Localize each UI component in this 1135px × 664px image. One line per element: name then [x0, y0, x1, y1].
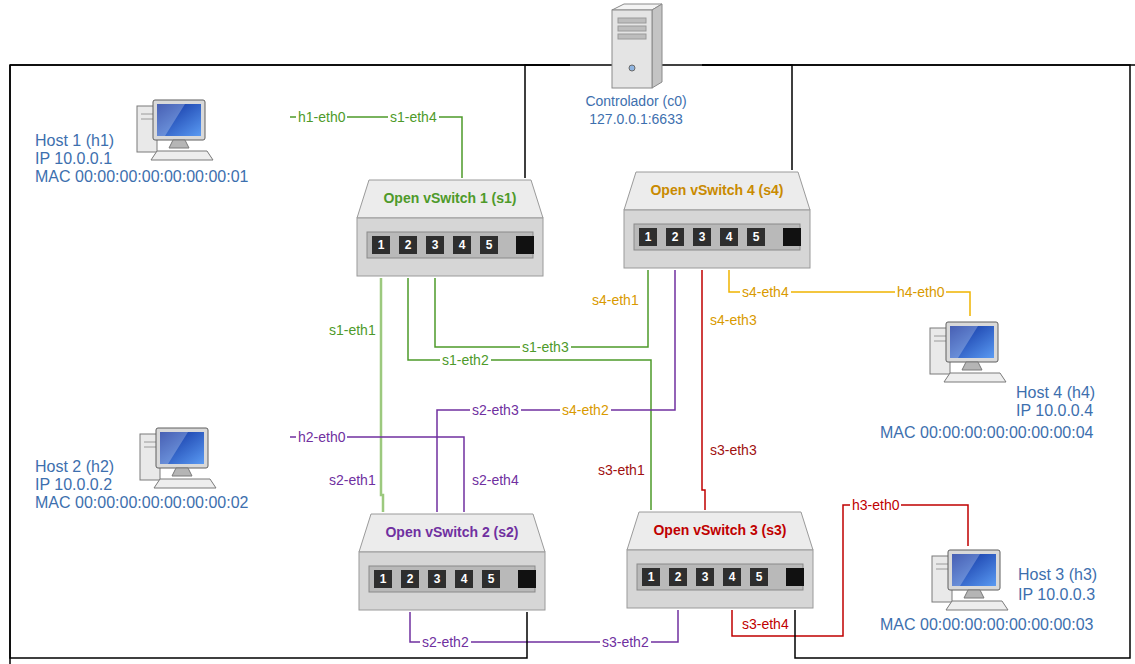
link-line	[408, 278, 651, 510]
port-number: 1	[374, 570, 392, 588]
host-label: MAC 00:00:00:00:00:00:00:02	[35, 494, 249, 512]
interface-label: s3-eth3	[708, 441, 759, 459]
control-port	[516, 236, 534, 254]
port-number: 1	[372, 236, 390, 254]
interface-label: s4-eth3	[708, 311, 759, 329]
interface-label: s2-eth3	[470, 401, 521, 419]
interface-label: s1-eth1	[327, 321, 378, 339]
frame	[10, 65, 1135, 664]
port-number: 4	[723, 568, 741, 586]
host-label: Host 2 (h2)	[35, 458, 114, 476]
port-number: 3	[696, 568, 714, 586]
switch-node: Open vSwitch 4 (s4) 12345	[622, 170, 812, 270]
link-line	[290, 117, 462, 178]
interface-label: s2-eth1	[327, 471, 378, 489]
switch-title: Open vSwitch 4 (s4)	[622, 181, 812, 199]
port-number: 4	[453, 236, 471, 254]
port-number: 2	[669, 568, 687, 586]
link-line	[381, 278, 383, 512]
control-port	[786, 568, 804, 586]
controller-label: 127.0.0.1:6633	[570, 110, 702, 128]
host-label: MAC 00:00:00:00:00:00:00:04	[880, 424, 1094, 442]
port-number: 5	[480, 236, 498, 254]
port-number: 5	[750, 568, 768, 586]
control-line	[702, 65, 1130, 658]
port-number: 5	[482, 570, 500, 588]
port-number: 4	[720, 228, 738, 246]
port-number: 3	[428, 570, 446, 588]
controller-node: Controlador (c0)127.0.0.1:6633	[570, 2, 702, 130]
interface-label: h1-eth0	[296, 108, 347, 126]
interface-label: h4-eth0	[895, 283, 946, 301]
port-number: 4	[455, 570, 473, 588]
host-node: Host 2 (h2)IP 10.0.0.2MAC 00:00:00:00:00…	[30, 424, 290, 520]
switch-title: Open vSwitch 1 (s1)	[355, 189, 545, 207]
controller-label: Controlador (c0)	[570, 92, 702, 110]
switch-node: Open vSwitch 2 (s2) 12345	[357, 512, 547, 612]
host-icon	[135, 98, 215, 162]
host-label: Host 3 (h3)	[1018, 566, 1097, 584]
port-number: 3	[693, 228, 711, 246]
host-label: Host 1 (h1)	[35, 132, 114, 150]
interface-label: s1-eth4	[388, 108, 439, 126]
link-line	[435, 270, 648, 347]
port-number: 2	[666, 228, 684, 246]
port-number: 5	[747, 228, 765, 246]
host-node: Host 1 (h1)IP 10.0.0.1MAC 00:00:00:00:00…	[30, 92, 290, 188]
host-icon	[928, 320, 1008, 384]
host-label: IP 10.0.0.2	[35, 476, 112, 494]
switch-title: Open vSwitch 3 (s3)	[625, 521, 815, 539]
link-line	[702, 270, 705, 510]
interface-label: s3-eth4	[740, 615, 791, 633]
host-label: IP 10.0.0.1	[35, 150, 112, 168]
interface-label: s2-eth2	[420, 633, 471, 651]
host-label: MAC 00:00:00:00:00:00:00:03	[880, 616, 1094, 634]
host-label: Host 4 (h4)	[1016, 384, 1095, 402]
host-label: IP 10.0.0.3	[1018, 586, 1095, 604]
control-line	[702, 65, 792, 170]
control-port	[518, 570, 536, 588]
control-line	[10, 65, 570, 658]
port-number: 1	[639, 228, 657, 246]
interface-label: s4-eth4	[740, 283, 791, 301]
interface-label: s3-eth2	[600, 633, 651, 651]
interface-label: s4-eth1	[590, 291, 641, 309]
link-line	[437, 270, 675, 512]
host-icon	[138, 426, 218, 490]
host-node: Host 4 (h4)IP 10.0.0.4MAC 00:00:00:00:00…	[876, 316, 1133, 444]
switch-title: Open vSwitch 2 (s2)	[357, 523, 547, 541]
interface-label: s3-eth1	[596, 461, 647, 479]
port-number: 1	[642, 568, 660, 586]
port-number: 3	[426, 236, 444, 254]
control-line	[525, 65, 570, 178]
switch-node: Open vSwitch 3 (s3) 12345	[625, 510, 815, 610]
port-number: 2	[399, 236, 417, 254]
host-label: IP 10.0.0.4	[1016, 402, 1093, 420]
link-line	[729, 270, 970, 316]
server-icon	[608, 2, 664, 90]
interface-label: s2-eth4	[470, 471, 521, 489]
control-port	[783, 228, 801, 246]
host-label: MAC 00:00:00:00:00:00:00:01	[35, 168, 249, 186]
interface-label: s1-eth3	[520, 338, 571, 356]
host-node: Host 3 (h3) IP 10.0.0.3MAC 00:00:00:00:00…	[876, 546, 1133, 638]
link-line	[290, 437, 464, 512]
interface-label: h3-eth0	[850, 496, 901, 514]
host-icon	[930, 548, 1010, 612]
interface-label: s4-eth2	[560, 401, 611, 419]
port-number: 2	[401, 570, 419, 588]
interface-label: s1-eth2	[440, 351, 491, 369]
switch-node: Open vSwitch 1 (s1) 12345	[355, 178, 545, 278]
interface-label: h2-eth0	[296, 428, 347, 446]
